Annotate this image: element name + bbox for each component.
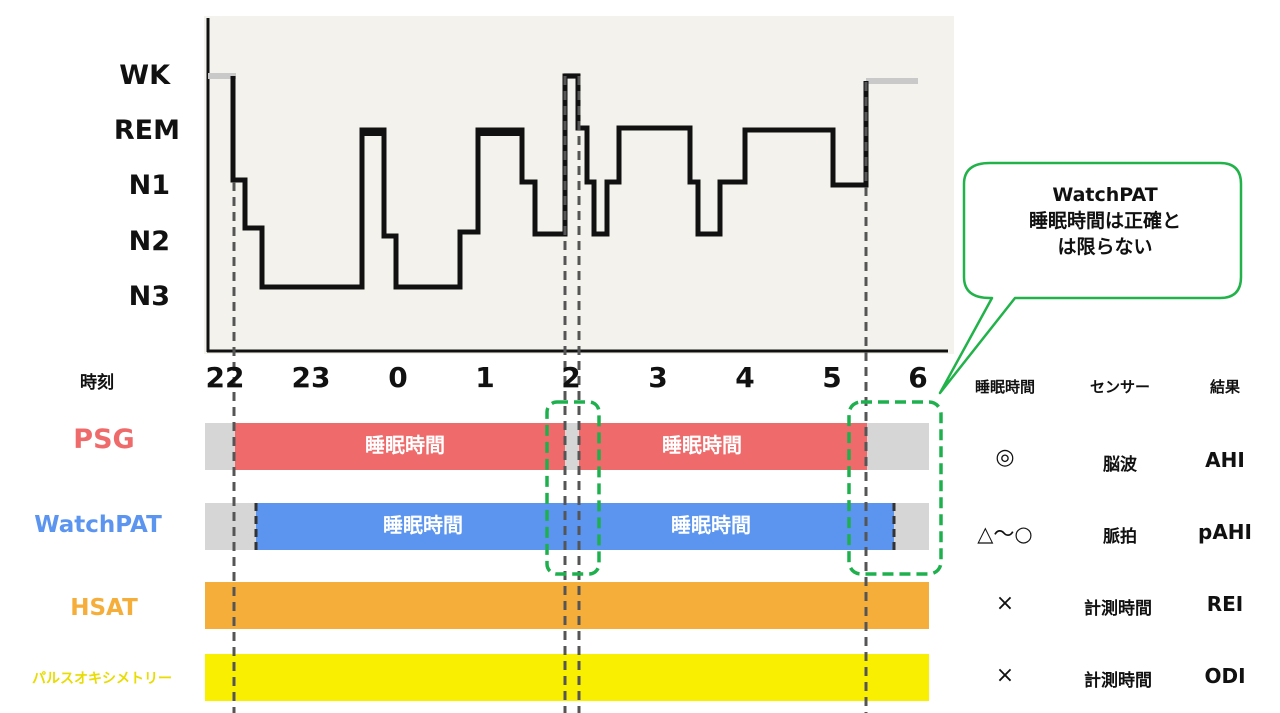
- row-label-pulseox: パルスオキシメトリー: [32, 671, 172, 687]
- psg-awake-mid: [565, 423, 579, 470]
- psg-sensor: 脳波: [1103, 455, 1137, 475]
- watchpat-result: pAHI: [1198, 520, 1252, 544]
- callout-text: WatchPAT 睡眠時間は正確と は限らない: [975, 182, 1235, 260]
- row-label-psg: PSG: [73, 424, 135, 455]
- row-label-watchpat: WatchPAT: [34, 512, 162, 538]
- psg-result: AHI: [1205, 448, 1245, 472]
- hsat-bar: [205, 582, 929, 629]
- psg-awake-end: [867, 423, 929, 470]
- hour-tick-4: 4: [735, 361, 755, 394]
- hsat-sleep-time-rating: ×: [995, 591, 1015, 616]
- callout-line-3: は限らない: [1057, 236, 1153, 258]
- hour-tick-3: 3: [648, 361, 668, 394]
- table-header-sensor: センサー: [1089, 378, 1150, 396]
- callout-line-2: 睡眠時間は正確と: [1028, 210, 1181, 232]
- watchpat-awake-start: [205, 503, 256, 550]
- hour-tick-22: 22: [205, 361, 245, 394]
- watchpat-sleep-bar: [256, 503, 894, 550]
- stage-label-n2: N2: [128, 226, 170, 257]
- watchpat-bar-label-1: 睡眠時間: [383, 513, 463, 537]
- stage-label-n3: N3: [128, 281, 170, 312]
- hsat-sensor: 計測時間: [1084, 599, 1152, 619]
- psg-bar-label-1: 睡眠時間: [365, 433, 445, 457]
- watchpat-awake-end: [894, 503, 929, 550]
- time-header: 時刻: [80, 373, 114, 393]
- hypnogram-trace: [230, 73, 869, 290]
- callout-line-1: WatchPAT: [1052, 184, 1158, 206]
- psg-bar-label-2: 睡眠時間: [662, 433, 742, 457]
- hour-tick-2: 2: [561, 361, 581, 394]
- table-header-sleep-time: 睡眠時間: [974, 378, 1035, 396]
- highlight-box-end: [847, 400, 943, 576]
- pulseox-sleep-time-rating: ×: [995, 663, 1015, 688]
- stage-label-wk: WK: [119, 60, 170, 91]
- hour-tick-1: 1: [475, 361, 495, 394]
- hour-tick-6: 6: [908, 361, 928, 394]
- hour-tick-0: 0: [388, 361, 408, 394]
- watchpat-sensor: 脈拍: [1103, 527, 1137, 547]
- table-header-result: 結果: [1209, 378, 1240, 396]
- hour-tick-23: 23: [291, 361, 331, 394]
- stage-label-n1: N1: [128, 170, 170, 201]
- pulseox-sensor: 計測時間: [1084, 671, 1152, 691]
- highlight-box-mid: [545, 400, 601, 576]
- stage-label-rem: REM: [113, 115, 180, 146]
- watchpat-bar-label-2: 睡眠時間: [671, 513, 751, 537]
- hour-tick-5: 5: [822, 361, 842, 394]
- callout-bubble: [938, 161, 1243, 395]
- hsat-result: REI: [1206, 592, 1244, 616]
- watchpat-sleep-time-rating: △〜○: [977, 522, 1033, 546]
- psg-sleep-bar-2: [579, 423, 867, 470]
- psg-sleep-bar-1: [235, 423, 565, 470]
- psg-sleep-time-rating: ◎: [995, 445, 1015, 470]
- pulseox-result: ODI: [1204, 664, 1246, 688]
- row-label-hsat: HSAT: [70, 595, 138, 621]
- pulseox-bar: [205, 654, 929, 701]
- psg-awake-start: [205, 423, 235, 470]
